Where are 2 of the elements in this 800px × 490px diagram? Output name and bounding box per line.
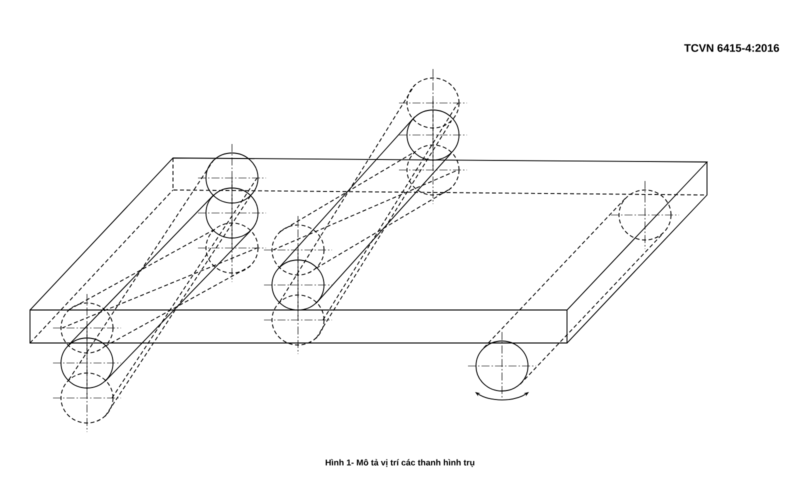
- figure-caption: Hình 1- Mô tả vị trí các thanh hình trụ: [326, 459, 474, 467]
- standard-number: TCVN 6415-4:2016: [684, 44, 780, 52]
